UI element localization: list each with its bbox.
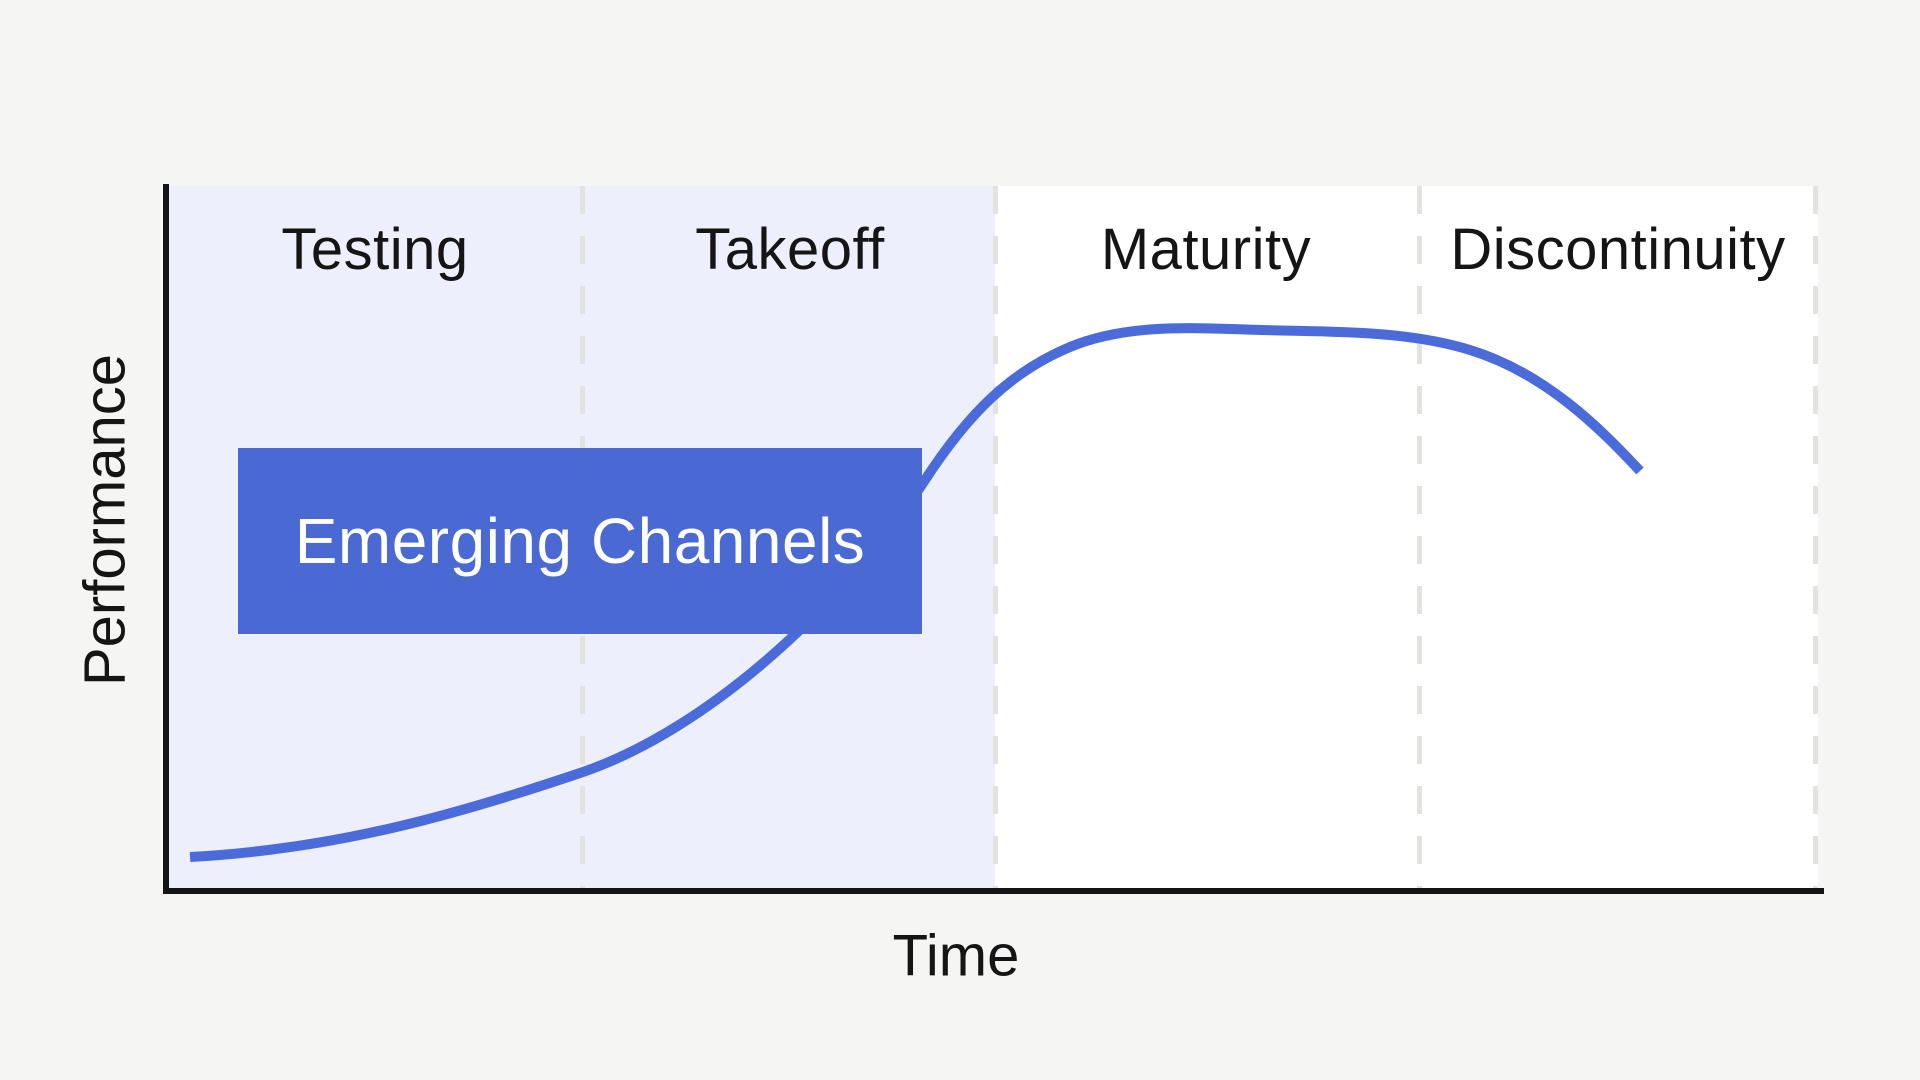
phase-divider-maturity-discontinuity <box>1417 186 1422 889</box>
phase-label-maturity: Maturity <box>1100 217 1312 282</box>
performance-curve <box>189 323 1644 862</box>
y-axis-title: Performance <box>72 353 138 687</box>
phase-divider-right-edge <box>1813 186 1818 889</box>
emerging-channels-box: Emerging Channels <box>238 448 922 634</box>
x-axis-title: Time <box>892 923 1020 989</box>
y-axis-line <box>163 184 169 894</box>
phase-divider-takeoff-maturity <box>993 186 998 889</box>
phase-label-testing: Testing <box>281 217 469 282</box>
emerging-channels-label: Emerging Channels <box>294 505 866 577</box>
phase-label-takeoff: Takeoff <box>695 217 885 282</box>
x-axis-line <box>163 888 1824 894</box>
phase-label-discontinuity: Discontinuity <box>1450 217 1786 282</box>
